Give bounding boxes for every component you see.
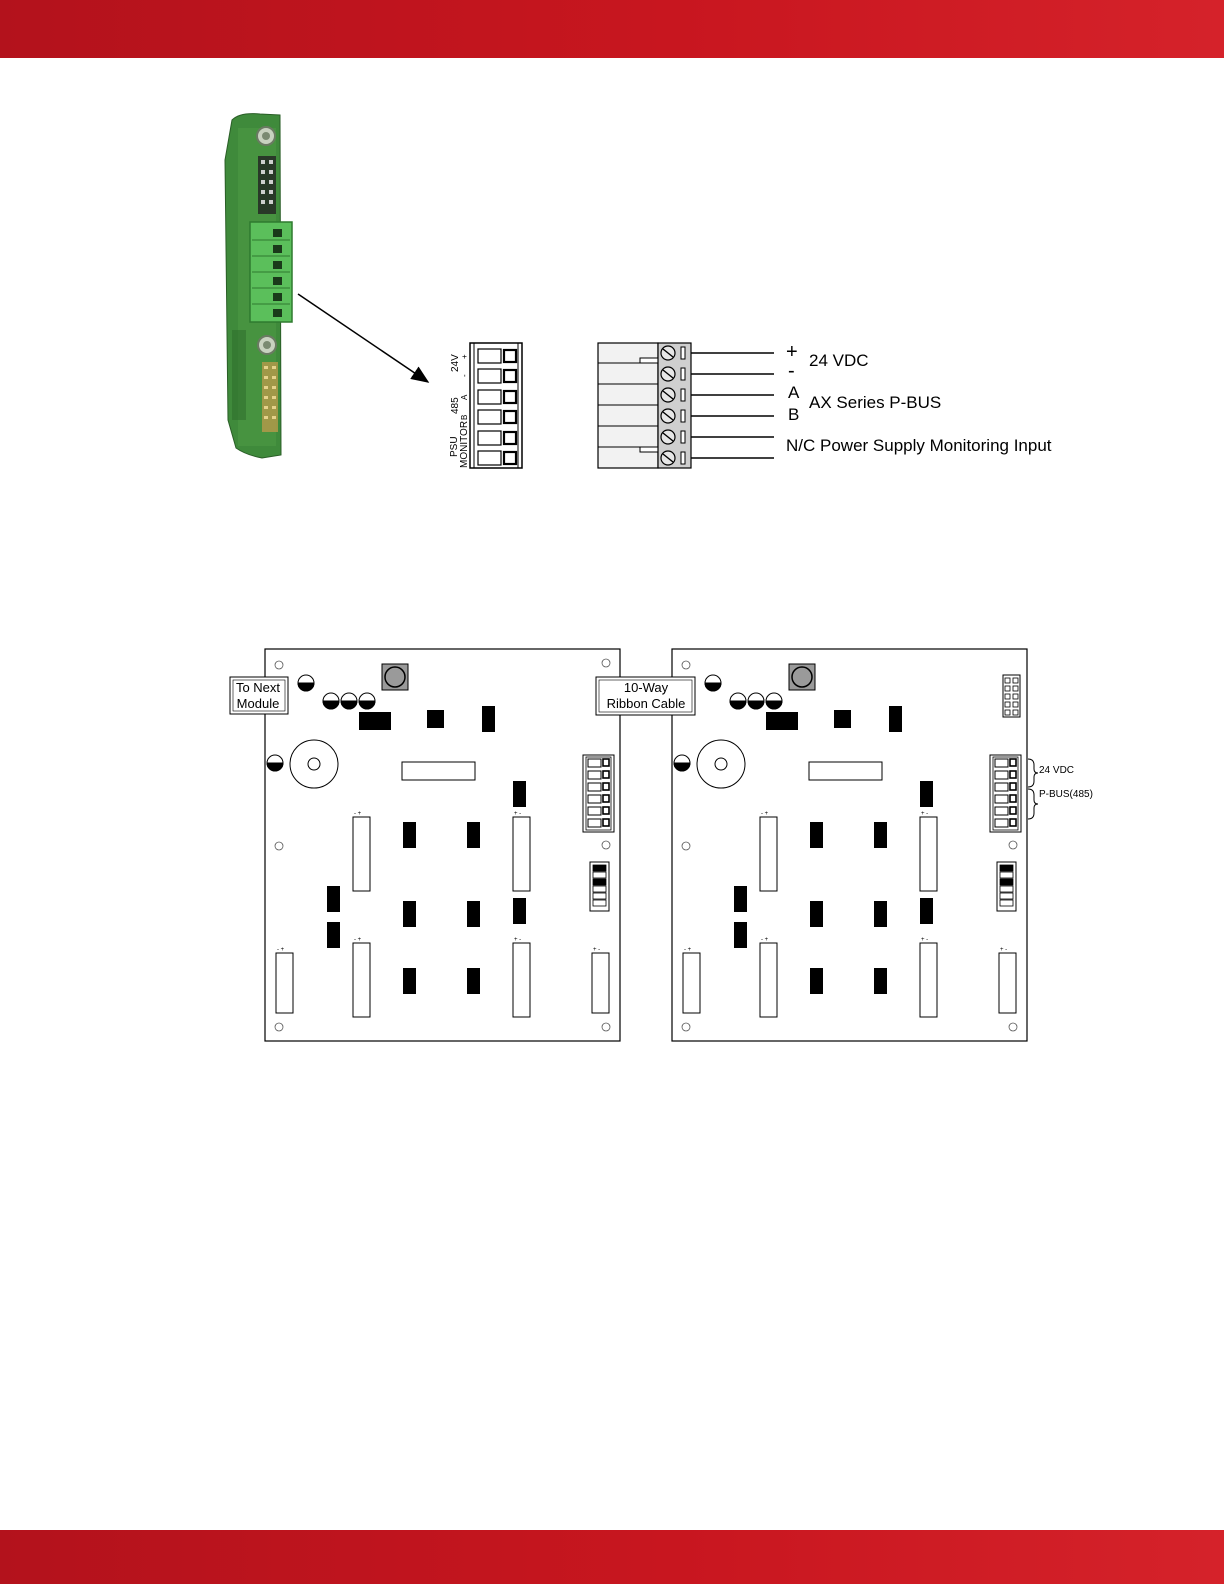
svg-text:+ -: + -	[1000, 947, 1007, 953]
svg-text:- +: - +	[761, 811, 769, 817]
bracket-label-pbus: P-BUS(485)	[1039, 789, 1093, 800]
label-pbus: AX Series P-BUS	[809, 393, 941, 412]
svg-text:- +: - +	[761, 937, 769, 943]
callout-ribbon-line-2: Ribbon Cable	[607, 696, 686, 711]
label-a: A	[788, 383, 800, 402]
bracket-label-24vdc: 24 VDC	[1039, 765, 1074, 776]
connector-side-view	[598, 343, 774, 468]
callout-ribbon-line-1: 10-Way	[624, 680, 669, 695]
label-24vdc: 24 VDC	[809, 351, 869, 370]
module-board-right: - + + - - + + - - + + -	[672, 649, 1038, 1041]
minus-symbol: -	[788, 360, 795, 382]
svg-text:- +: - +	[354, 811, 362, 817]
pcb-photo	[225, 114, 292, 458]
svg-text:- +: - +	[684, 947, 692, 953]
callout-left-line-1: To Next	[236, 680, 280, 695]
module-board-left: - + + - - + + - - + + -	[265, 649, 620, 1041]
svg-text:+ -: + -	[921, 811, 928, 817]
label-b: B	[788, 405, 799, 424]
label-rot-minus: -	[460, 374, 469, 377]
label-rot-a: A	[460, 394, 469, 400]
callout-to-next-module: To Next Module	[230, 677, 288, 714]
svg-text:- +: - +	[354, 937, 362, 943]
svg-text:+ -: + -	[514, 811, 521, 817]
pointer-arrow	[298, 294, 428, 382]
svg-text:- +: - +	[277, 947, 285, 953]
label-monitor: MONITOR	[459, 421, 470, 468]
label-nc-monitor: N/C Power Supply Monitoring Input	[786, 436, 1052, 455]
callout-left-line-2: Module	[237, 696, 280, 711]
label-rot-b: B	[460, 415, 469, 420]
svg-text:+ -: + -	[514, 937, 521, 943]
connector-front-view: 24V + - 485 A B PSU MONITOR	[449, 343, 522, 468]
label-rot-plus: +	[460, 354, 469, 359]
svg-text:+ -: + -	[921, 937, 928, 943]
svg-text:+ -: + -	[593, 947, 600, 953]
callout-ribbon-cable: 10-Way Ribbon Cable	[596, 677, 695, 715]
